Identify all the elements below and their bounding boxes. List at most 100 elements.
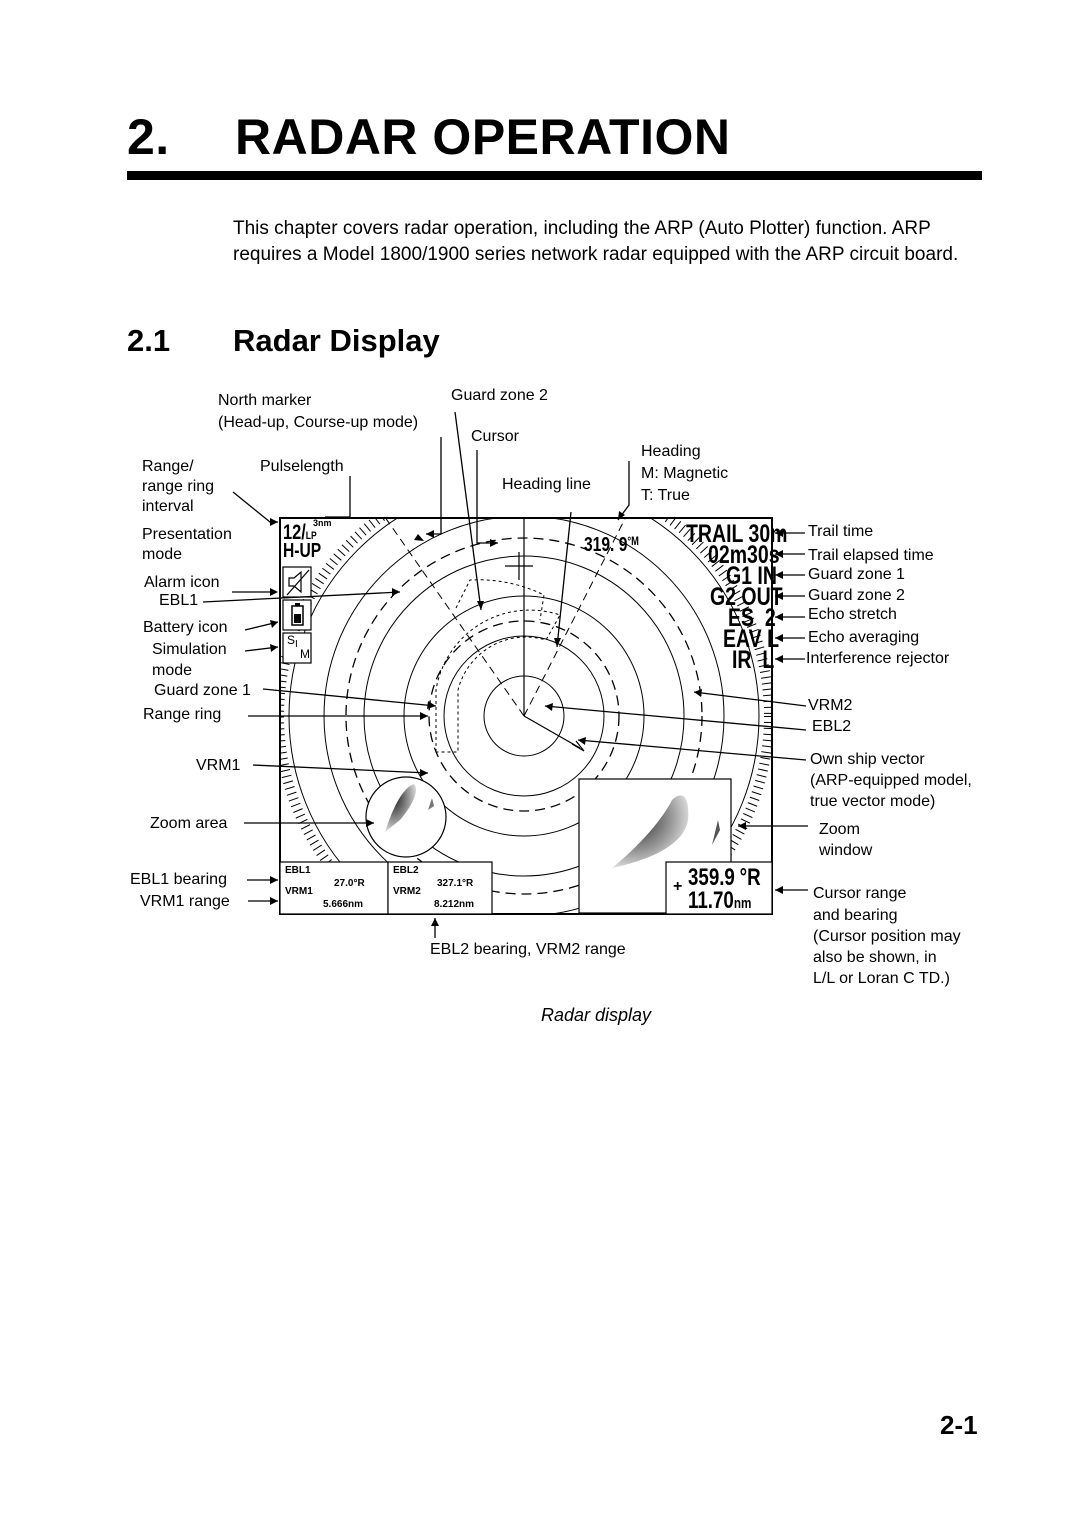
label-presentation-mode-2: mode [142, 546, 183, 563]
label-range: Range/ [142, 458, 194, 475]
screen-ebl1-value: 27.0°R [334, 878, 365, 889]
label-north-marker-sub: (Head-up, Course-up mode) [218, 414, 419, 431]
own-ship-vector-head [571, 740, 585, 752]
label-echo-stretch: Echo stretch [808, 606, 897, 623]
guard-zone-1 [435, 609, 561, 753]
label-simulation-mode-1: Simulation [152, 641, 227, 658]
screen-vrm2-value: 8.212nm [434, 899, 475, 910]
label-guard-zone-1-left: Guard zone 1 [154, 682, 251, 699]
zoom-area-echo-small [428, 798, 434, 810]
screen-es: ES 2 [728, 604, 776, 632]
section-title-text: Radar Display [233, 323, 440, 358]
screen-presentation-mode: H-UP [283, 540, 322, 562]
label-alarm-icon: Alarm icon [144, 574, 220, 591]
label-cursor-range-5: L/L or Loran C TD.) [813, 970, 950, 987]
label-vrm1: VRM1 [196, 757, 241, 774]
ebl2-vrm2-box [387, 861, 493, 914]
battery-icon-terminal [295, 603, 300, 606]
zoom-window-echo [612, 795, 689, 868]
label-guard-zone-2-top: Guard zone 2 [451, 387, 548, 404]
label-cursor-range-1: Cursor range [813, 885, 907, 902]
screen-trail-elapsed: 02m30s [708, 541, 780, 569]
zoom-area-circle [365, 776, 447, 858]
battery-icon-charge [294, 614, 301, 623]
screen-ebl2-label: EBL2 [393, 865, 419, 876]
section-title: 2.1 Radar Display [127, 323, 440, 359]
chapter-number: 2. [127, 109, 170, 165]
screen-ebl2-value: 327.1°R [437, 878, 474, 889]
page-number: 2-1 [940, 1410, 978, 1440]
screen-ring-interval: 3nm [313, 518, 332, 528]
cursor-readout-box [665, 861, 772, 914]
screen-vrm1-label: VRM1 [285, 886, 313, 897]
label-trail-elapsed-time: Trail elapsed time [808, 547, 934, 564]
label-vrm2: VRM2 [808, 697, 853, 714]
label-guard-zone-2-right: Guard zone 2 [808, 587, 905, 604]
cursor-bearing: 359.9 °R [688, 864, 761, 892]
ebl2-line [384, 518, 525, 717]
label-zoom-window-1: Zoom [819, 821, 860, 838]
sim-m: M [300, 647, 310, 661]
label-cursor: Cursor [471, 428, 520, 445]
cursor-range: 11.70nm [688, 887, 751, 915]
zoom-window-echo-small [712, 820, 720, 845]
guard-zone-2 [455, 579, 545, 621]
vrm1-circle [428, 620, 620, 812]
alarm-icon-slash [286, 569, 310, 596]
title-rule [127, 171, 982, 180]
cursor-range-unit: nm [733, 895, 752, 912]
label-range-ring-interval-1: range ring [142, 478, 215, 495]
label-heading-line: Heading line [502, 476, 591, 493]
figure-caption: Radar display [541, 1005, 652, 1025]
leader-lines [202, 411, 808, 938]
label-echo-averaging: Echo averaging [808, 629, 920, 646]
bearing-scale-ticks [280, 518, 772, 914]
label-pulselength: Pulselength [260, 458, 344, 475]
label-presentation-mode-1: Presentation [142, 526, 232, 543]
screen-range-value: 12/ [283, 521, 306, 544]
arrowheads [270, 511, 783, 926]
label-heading: Heading [641, 443, 701, 460]
label-north-marker: North marker [218, 392, 312, 409]
screen-heading: 319. 9°M [584, 534, 639, 557]
label-ebl1: EBL1 [159, 592, 199, 609]
screen-g1: G1 IN [726, 562, 777, 590]
label-ebl2: EBL2 [812, 718, 852, 735]
label-own-ship-vector-2: (ARP-equipped model, [810, 772, 972, 789]
label-simulation-mode-2: mode [152, 662, 193, 679]
label-ebl2-vrm2: EBL2 bearing, VRM2 range [430, 941, 626, 958]
label-vrm1-range: VRM1 range [140, 893, 230, 910]
chapter-title: 2. RADAR OPERATION [127, 108, 730, 166]
screen-ir: IR L [732, 646, 775, 674]
north-marker [414, 534, 424, 541]
alarm-icon-box [282, 566, 312, 598]
label-heading-m: M: Magnetic [641, 465, 729, 482]
label-cursor-range-3: (Cursor position may [813, 928, 961, 945]
screen-heading-value: 319. 9 [584, 534, 628, 556]
label-range-ring: Range ring [143, 706, 222, 723]
screen-vrm2-label: VRM2 [393, 886, 421, 897]
section-number: 2.1 [127, 323, 171, 358]
own-ship-vector [523, 715, 581, 749]
cursor-bearing-value: 359.9 [688, 864, 735, 891]
screen-ebl1-label: EBL1 [285, 865, 311, 876]
screen-trail-time: TRAIL 30m [686, 520, 788, 548]
zoom-area-echo [385, 784, 417, 832]
cursor-plus: + [673, 878, 683, 895]
label-zoom-window-2: window [819, 842, 873, 859]
label-heading-t: T: True [641, 487, 690, 504]
radar-display-figure [202, 411, 808, 938]
label-trail-time: Trail time [808, 523, 874, 540]
simulation-icon-box [282, 632, 312, 664]
label-zoom-area: Zoom area [150, 815, 228, 832]
sim-i: I [295, 639, 298, 650]
sim-s: S [287, 633, 296, 647]
screen-vrm1-value: 5.666nm [323, 899, 364, 910]
chapter-title-text: RADAR OPERATION [235, 109, 731, 165]
alarm-icon [288, 570, 302, 594]
screen-heading-ref: °M [627, 534, 639, 548]
label-interference-rejector: Interference rejector [806, 650, 950, 667]
screen-range: 12/LP [283, 521, 317, 545]
radar-picture [280, 518, 772, 914]
label-range-ring-interval-2: interval [142, 498, 194, 515]
